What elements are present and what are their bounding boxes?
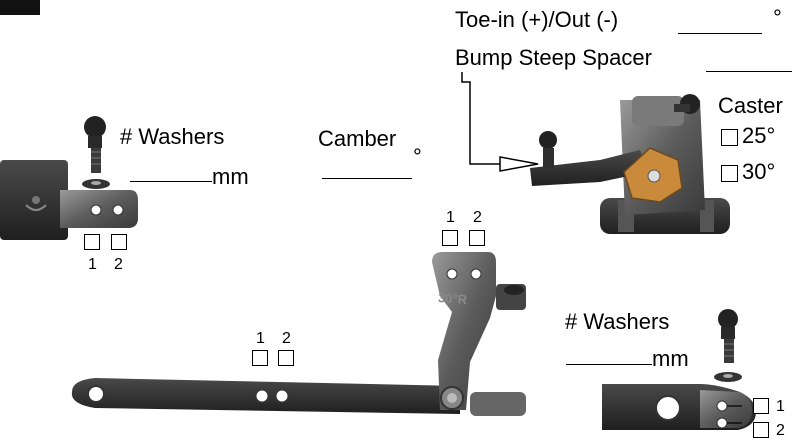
caster-label: Caster <box>718 93 783 118</box>
right-hole-1-label: 1 <box>776 398 785 415</box>
right-ball-stud <box>714 309 742 382</box>
toe-label: Toe-in (+)/Out (-) <box>455 7 619 32</box>
camber-input-line[interactable] <box>322 178 412 179</box>
washers-right-unit: mm <box>652 346 689 371</box>
upright-hole-2-checkbox[interactable] <box>469 230 485 246</box>
left-hole-2-label: 2 <box>114 256 123 273</box>
right-lower-arm <box>602 384 756 430</box>
right-hole-1-checkbox[interactable] <box>753 398 769 414</box>
arm-hole-2-label: 2 <box>282 330 291 347</box>
corner-block <box>0 0 40 15</box>
toe-unit: ° <box>773 5 782 30</box>
upright-hole-2-label: 2 <box>473 209 482 226</box>
camber-label: Camber <box>318 126 397 151</box>
arm-hole-1-label: 1 <box>256 330 265 347</box>
arm-hole-2-checkbox[interactable] <box>278 350 294 366</box>
bump-spacer-label: Bump Steep Spacer <box>455 45 652 70</box>
arm-hole-1-checkbox[interactable] <box>252 350 268 366</box>
washers-right-input-line[interactable] <box>566 364 652 365</box>
camber-unit: ° <box>413 144 422 169</box>
caster-25-label: 25° <box>742 123 776 148</box>
left-ball-stud <box>82 116 110 189</box>
caster-30-label: 30° <box>742 159 776 184</box>
caster-30-checkbox[interactable] <box>721 165 738 182</box>
upright-hole-1-checkbox[interactable] <box>442 230 458 246</box>
steering-knuckle <box>530 94 730 234</box>
washers-left-unit: mm <box>212 164 249 189</box>
left-hole-1-checkbox[interactable] <box>84 234 100 250</box>
left-hole-2-checkbox[interactable] <box>111 234 127 250</box>
upright-marking: 30°R <box>437 290 468 307</box>
washers-left-label: # Washers <box>120 124 225 149</box>
left-mount-bracket <box>0 160 138 240</box>
washers-left-input-line[interactable] <box>130 181 212 182</box>
left-hole-1-label: 1 <box>88 256 97 273</box>
right-hole-2-label: 2 <box>776 422 785 439</box>
right-hole-2-checkbox[interactable] <box>753 422 769 438</box>
bump-spacer-arrow <box>461 72 539 172</box>
steering-arm-assembly <box>71 252 526 416</box>
washers-right-label: # Washers <box>565 309 670 334</box>
bump-spacer-input-line[interactable] <box>706 71 792 72</box>
upright-hole-1-label: 1 <box>446 209 455 226</box>
caster-25-checkbox[interactable] <box>721 129 738 146</box>
toe-input-line[interactable] <box>678 33 762 34</box>
